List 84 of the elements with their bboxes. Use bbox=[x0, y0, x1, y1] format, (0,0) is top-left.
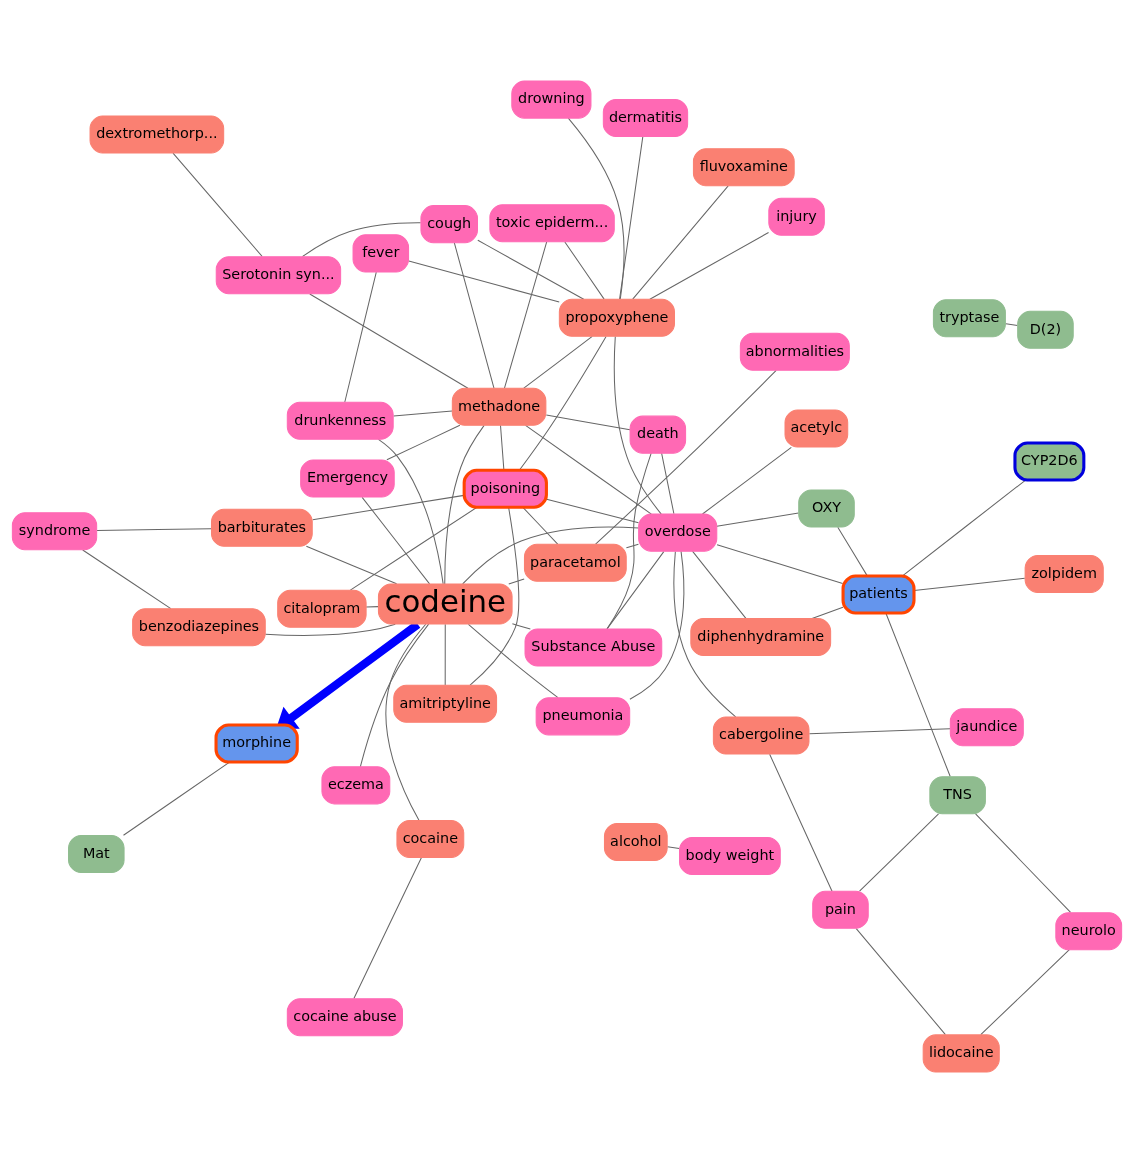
node-box: pain bbox=[812, 890, 869, 929]
connector bbox=[525, 424, 652, 515]
connector bbox=[172, 152, 263, 257]
node-box: cabergoline bbox=[712, 716, 810, 755]
connector bbox=[545, 414, 631, 430]
node-box: propoxyphene bbox=[558, 298, 675, 337]
connector bbox=[1005, 322, 1018, 326]
connector bbox=[393, 409, 453, 417]
connector bbox=[606, 452, 652, 629]
node-box: death bbox=[629, 415, 687, 454]
connector bbox=[661, 452, 675, 514]
connector bbox=[702, 446, 792, 515]
node-box: acetylc bbox=[784, 409, 849, 448]
node-box: tryptase bbox=[932, 298, 1006, 337]
node-box: paracetamol bbox=[523, 543, 627, 582]
connector bbox=[859, 812, 940, 892]
node-box: overdose bbox=[638, 513, 718, 552]
connector bbox=[444, 424, 485, 584]
node-box: cocaine abuse bbox=[286, 997, 403, 1036]
node-box: alcohol bbox=[603, 822, 668, 861]
connector bbox=[666, 845, 680, 849]
node-box: Emergency bbox=[300, 458, 395, 497]
connector bbox=[808, 727, 951, 734]
node-box: zolpidem bbox=[1024, 554, 1104, 593]
node-box: diphenhydramine bbox=[690, 617, 832, 656]
node-box: fluvoxamine bbox=[692, 147, 795, 186]
node-box: barbiturates bbox=[211, 508, 313, 547]
node-box: methadone bbox=[451, 387, 547, 426]
node-box: abnormalities bbox=[739, 332, 850, 371]
node-box: Substance Abuse bbox=[524, 628, 663, 667]
node-box: injury bbox=[768, 197, 825, 236]
node-box: toxic epiderm... bbox=[489, 203, 615, 242]
connector bbox=[691, 550, 747, 619]
node-box: benzodiazepines bbox=[132, 607, 266, 646]
node-box: syndrome bbox=[11, 511, 98, 550]
node-box: cocaine bbox=[396, 819, 465, 858]
node-box: body weight bbox=[679, 836, 781, 875]
connector bbox=[96, 527, 212, 531]
connector bbox=[408, 260, 560, 303]
node-box: CYP2D6 bbox=[1013, 441, 1086, 482]
node-box: poisoning bbox=[462, 468, 548, 509]
connector bbox=[625, 543, 639, 548]
node-box: neurolo bbox=[1055, 911, 1123, 950]
node-box: fever bbox=[352, 233, 410, 272]
connector bbox=[312, 494, 465, 520]
node-box: D(2) bbox=[1017, 310, 1074, 349]
connector bbox=[353, 856, 422, 999]
connector bbox=[444, 623, 446, 685]
connector bbox=[902, 479, 1026, 576]
node-box: jaundice bbox=[949, 707, 1024, 746]
node-box: pneumonia bbox=[535, 696, 631, 735]
connector bbox=[386, 424, 461, 460]
connector bbox=[980, 948, 1070, 1035]
connector bbox=[361, 496, 431, 584]
node-box: Mat bbox=[68, 834, 125, 873]
node-box: OXY bbox=[798, 488, 855, 527]
connector bbox=[377, 438, 444, 584]
node-box: patients bbox=[841, 573, 916, 615]
node-box: lidocaine bbox=[922, 1033, 1000, 1072]
node-box: eczema bbox=[321, 765, 391, 804]
connector bbox=[629, 550, 685, 700]
node-box: dextromethorp... bbox=[89, 114, 225, 153]
connector bbox=[855, 927, 946, 1035]
connector bbox=[359, 623, 430, 767]
connector bbox=[511, 622, 531, 630]
node-box: morphine bbox=[214, 723, 299, 764]
node-box: citalopram bbox=[277, 589, 367, 628]
node-box: Serotonin syn... bbox=[215, 255, 342, 294]
connector bbox=[365, 605, 379, 608]
node-box: drunkenness bbox=[286, 401, 394, 440]
connector bbox=[467, 623, 559, 698]
connector bbox=[716, 543, 844, 584]
connector bbox=[546, 498, 640, 523]
connector bbox=[508, 578, 525, 584]
node-box: cough bbox=[420, 204, 478, 243]
connector bbox=[606, 550, 665, 629]
node-box: dermatitis bbox=[602, 98, 689, 137]
node-box: codeine bbox=[377, 583, 513, 625]
connector bbox=[975, 812, 1072, 913]
node-box: TNS bbox=[929, 775, 986, 814]
node-box: amitriptyline bbox=[393, 684, 498, 723]
node-box: drowning bbox=[511, 80, 592, 119]
connector bbox=[913, 577, 1026, 591]
connector bbox=[716, 512, 800, 527]
